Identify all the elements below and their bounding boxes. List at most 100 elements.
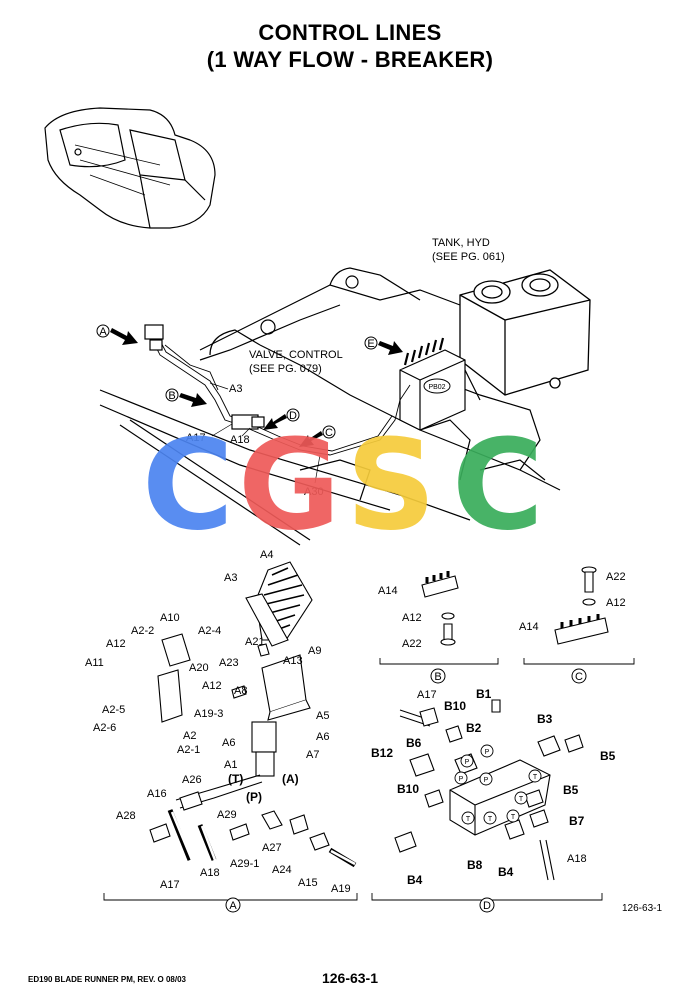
part-label: A2-4: [198, 625, 221, 637]
part-label: A8: [234, 685, 247, 697]
port-letter: P: [484, 777, 489, 784]
watermark-g: G: [238, 413, 341, 558]
part-label: A2-2: [131, 625, 154, 637]
valve-label-line-2: (SEE PG. 079): [249, 363, 322, 375]
part-label: B12: [371, 746, 393, 760]
part-label: A21: [245, 636, 265, 648]
part-label: A16: [147, 788, 167, 800]
part-label: A26: [182, 774, 202, 786]
pilot-switch-connector: [144, 324, 265, 430]
detail-d-port-letters: P P P P T T T T T: [459, 749, 538, 823]
part-label: A13: [283, 655, 303, 667]
part-label: A22: [606, 571, 626, 583]
hydraulic-tank: [459, 269, 591, 396]
watermark-s: S: [346, 413, 436, 558]
part-label: B5: [563, 783, 579, 797]
callout-a: A: [96, 324, 138, 345]
callout-c-letter: C: [325, 427, 333, 439]
port-letter: P: [459, 776, 464, 783]
part-a18-label: A18: [230, 434, 250, 446]
detail-d-drawing: [394, 699, 584, 881]
detail-b-labels: A14 A12 A22: [378, 585, 422, 650]
part-label: A12: [606, 597, 626, 609]
part-label: A3: [224, 572, 237, 584]
page-title-line-1: CONTROL LINES: [258, 20, 442, 45]
detail-b-marker: B: [434, 671, 441, 683]
port-letter: T: [511, 814, 516, 821]
part-label: B10: [397, 782, 419, 796]
part-label: A2-5: [102, 704, 125, 716]
part-a3-label: A3: [229, 383, 242, 395]
figure-id: 126-63-1: [622, 903, 663, 914]
part-label: B1: [476, 687, 492, 701]
part-label: A19-3: [194, 708, 223, 720]
tank-label-line-2: (SEE PG. 061): [432, 251, 505, 263]
part-label: A11: [85, 657, 104, 669]
overview-leaders: [209, 382, 321, 484]
part-label: B6: [406, 736, 422, 750]
detail-markers: B C A D: [225, 668, 587, 913]
part-label: A29: [217, 809, 237, 821]
cgsc-watermark: C G S C: [142, 413, 544, 558]
part-label: A2: [183, 730, 196, 742]
part-label: A18: [200, 867, 220, 879]
pb02-tag: PB02: [423, 378, 451, 394]
valve-label-line-1: VALVE, CONTROL: [249, 349, 343, 361]
part-label: (A): [282, 772, 299, 786]
part-label: A5: [316, 710, 329, 722]
port-letter: P: [465, 759, 470, 766]
part-label: A23: [219, 657, 239, 669]
port-letter: T: [533, 774, 538, 781]
part-label: A14: [519, 621, 539, 633]
part-label: B8: [467, 858, 483, 872]
port-letter: P: [485, 749, 490, 756]
detail-a-drawing: [149, 561, 357, 868]
control-lines: [149, 332, 411, 456]
detail-c-drawing: [554, 566, 609, 645]
part-label: A4: [260, 549, 273, 561]
part-label: A20: [189, 662, 209, 674]
callout-d: D: [263, 408, 300, 430]
detail-c-marker: C: [575, 671, 583, 683]
part-label: B7: [569, 814, 585, 828]
part-label: B2: [466, 721, 482, 735]
callout-c: C: [299, 425, 336, 447]
watermark-c1: C: [142, 413, 234, 558]
part-label: B3: [537, 712, 553, 726]
part-label: A27: [262, 842, 282, 854]
part-label: A9: [308, 645, 321, 657]
port-letter: T: [466, 816, 471, 823]
part-label: A2-1: [177, 744, 200, 756]
port-letter: T: [519, 796, 524, 803]
part-label: B5: [600, 749, 616, 763]
watermark-c2: C: [452, 413, 544, 558]
part-label: A18: [567, 853, 587, 865]
part-label: A14: [378, 585, 398, 597]
part-label: A19: [331, 883, 351, 895]
callout-e-letter: E: [367, 338, 374, 350]
callout-b-letter: B: [168, 390, 175, 402]
part-label: A29-1: [230, 858, 259, 870]
part-label: A10: [160, 612, 180, 624]
part-label: B10: [444, 699, 466, 713]
machine-frame: [99, 267, 561, 546]
part-label: A2-6: [93, 722, 116, 734]
callout-a-letter: A: [99, 326, 107, 338]
part-label: A12: [402, 612, 422, 624]
part-a17-label: A17: [186, 432, 206, 444]
part-label: A7: [306, 749, 319, 761]
detail-d-ports: [454, 744, 542, 825]
part-label: B4: [407, 873, 423, 887]
part-label: A1: [224, 759, 237, 771]
detail-d-marker: D: [483, 900, 491, 912]
part-label: A12: [106, 638, 126, 650]
page-title-line-2: (1 WAY FLOW - BREAKER): [206, 47, 494, 72]
part-label: (P): [246, 790, 262, 804]
callout-e: E: [364, 336, 403, 355]
tank-label-line-1: TANK, HYD: [432, 237, 490, 249]
callout-d-letter: D: [289, 410, 297, 422]
part-label: A6: [316, 731, 329, 743]
detail-b-drawing: [421, 571, 459, 646]
machine-thumbnail: [44, 107, 216, 229]
